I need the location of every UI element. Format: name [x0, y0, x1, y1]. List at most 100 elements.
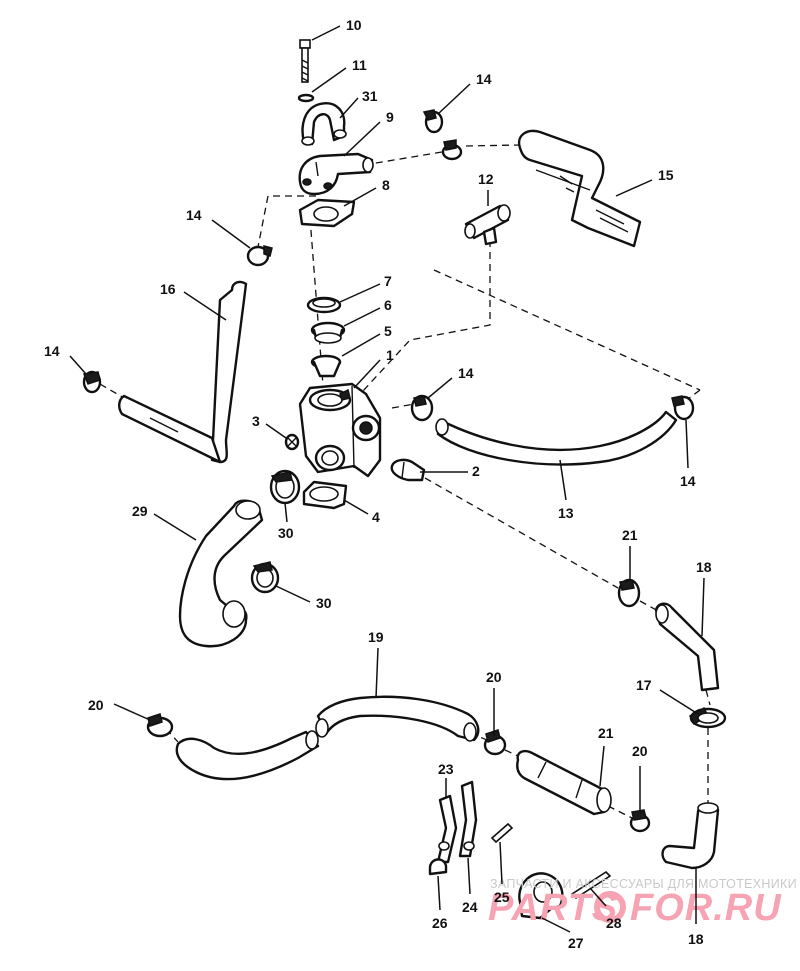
- callout-30-lower: 30: [275, 585, 332, 611]
- callout-20-left-label: 20: [88, 697, 104, 713]
- callout-28-label: 28: [606, 915, 622, 931]
- callout-27: 27: [541, 917, 584, 951]
- callout-30-upper-label: 30: [278, 525, 294, 541]
- callout-14-left: 14: [186, 207, 251, 249]
- hose-clamp-left-upper: [246, 245, 273, 267]
- hose-clamp-top: [422, 109, 444, 134]
- elbow-hose: [178, 499, 264, 648]
- callout-20-mid-label: 20: [486, 669, 502, 685]
- callout-21-lower-label: 21: [598, 725, 614, 741]
- callout-2-label: 2: [472, 463, 480, 479]
- thermostat-housing: [298, 382, 382, 478]
- callout-1-label: 1: [386, 347, 394, 363]
- callout-17-label: 17: [636, 677, 652, 693]
- callout-31: 31: [339, 88, 378, 119]
- long-hose: [175, 695, 480, 781]
- hose-18-lower: [661, 802, 720, 870]
- callout-4: 4: [343, 499, 380, 525]
- hose-clamp-21a: [617, 578, 641, 608]
- callout-14-mid-label: 14: [458, 365, 474, 381]
- thermostat: [310, 321, 346, 344]
- callout-28: 28: [589, 887, 622, 931]
- saddle-clamp-27: [518, 872, 564, 920]
- callout-8: 8: [343, 177, 390, 207]
- retaining-bracket: [301, 102, 347, 146]
- callout-6: 6: [343, 297, 392, 327]
- hose-clamp-r1: [410, 394, 434, 422]
- pin-25: [490, 822, 514, 844]
- hose-clamp-30b: [250, 561, 280, 594]
- watermark: ЗАПЧАСТИ И АКСЕССУАРЫ ДЛЯ МОТОТЕХНИКИ PA…: [488, 877, 797, 929]
- hose-clamp-mid: [441, 139, 463, 161]
- bolt: [299, 39, 311, 83]
- callout-7: 7: [339, 273, 392, 303]
- callout-26-label: 26: [432, 915, 448, 931]
- callout-21-upper: 21: [622, 527, 638, 580]
- callout-11-label: 11: [352, 57, 367, 73]
- callout-4-label: 4: [372, 509, 380, 525]
- callout-24: 24: [462, 857, 478, 915]
- callout-6-label: 6: [384, 297, 392, 313]
- callout-9-label: 9: [386, 109, 394, 125]
- callout-16-label: 16: [160, 281, 176, 297]
- callout-13-label: 13: [558, 505, 574, 521]
- assembly-dashed-lines: [99, 144, 711, 819]
- hose-left-upper: [118, 280, 248, 464]
- callout-23: 23: [438, 761, 454, 798]
- callout-29: 29: [132, 503, 197, 541]
- callout-20-right-label: 20: [632, 743, 648, 759]
- callout-3-label: 3: [252, 413, 260, 429]
- callout-14-mid: 14: [427, 365, 474, 399]
- callout-27-label: 27: [568, 935, 584, 951]
- callout-25-label: 25: [494, 889, 510, 905]
- callout-18-upper-label: 18: [696, 559, 712, 575]
- callout-21-upper-label: 21: [622, 527, 638, 543]
- callout-14-farleft: 14: [44, 343, 87, 375]
- watermark-caption: ЗАПЧАСТИ И АКСЕССУАРЫ ДЛЯ МОТОТЕХНИКИ: [490, 877, 797, 891]
- callout-14-top-label: 14: [476, 71, 492, 87]
- hose-clamp-17: [689, 706, 727, 729]
- hose-clamp-r2: [671, 395, 695, 421]
- callout-21-lower: 21: [598, 725, 614, 787]
- gasket-lower: [302, 480, 348, 510]
- callout-11: 11: [311, 57, 367, 93]
- gasket-top: [298, 198, 356, 228]
- callout-15-label: 15: [658, 167, 674, 183]
- callout-29-label: 29: [132, 503, 148, 519]
- callout-5-label: 5: [384, 323, 392, 339]
- hose-clamp-left: [82, 370, 102, 394]
- callout-12: 12: [478, 171, 494, 206]
- hose-clamp-20a: [146, 713, 174, 738]
- washer: [297, 93, 315, 103]
- callout-19: 19: [368, 629, 384, 699]
- callout-20-mid: 20: [486, 669, 502, 736]
- cap-26: [428, 858, 448, 876]
- screw-28: [570, 870, 612, 900]
- callout-3: 3: [252, 413, 287, 439]
- watermark-gear-icon: [594, 891, 626, 923]
- callout-1: 1: [353, 347, 394, 389]
- callout-14-top: 14: [437, 71, 492, 115]
- tube-21: [516, 749, 612, 816]
- callout-14-farleft-label: 14: [44, 343, 60, 359]
- callout-18-upper: 18: [696, 559, 712, 637]
- callout-14-right: 14: [680, 419, 696, 489]
- hose-adapter: [390, 458, 426, 482]
- callout-14-left-label: 14: [186, 207, 202, 223]
- callout-24-label: 24: [462, 899, 478, 915]
- callout-18-lower: 18: [688, 868, 704, 947]
- callout-25: 25: [494, 841, 510, 905]
- strap-24: [458, 780, 478, 858]
- strap-23: [436, 794, 458, 864]
- thermostat-housing-cover: [298, 152, 374, 196]
- hose-clamp-20c: [629, 809, 651, 833]
- callout-20-right: 20: [632, 743, 648, 814]
- tee-fitting: [464, 204, 511, 246]
- callout-30-upper: 30: [278, 502, 294, 541]
- callout-7-label: 7: [384, 273, 392, 289]
- callout-10: 10: [311, 17, 362, 41]
- callout-8-label: 8: [382, 177, 390, 193]
- callout-14-right-label: 14: [680, 473, 696, 489]
- callout-5: 5: [341, 323, 392, 357]
